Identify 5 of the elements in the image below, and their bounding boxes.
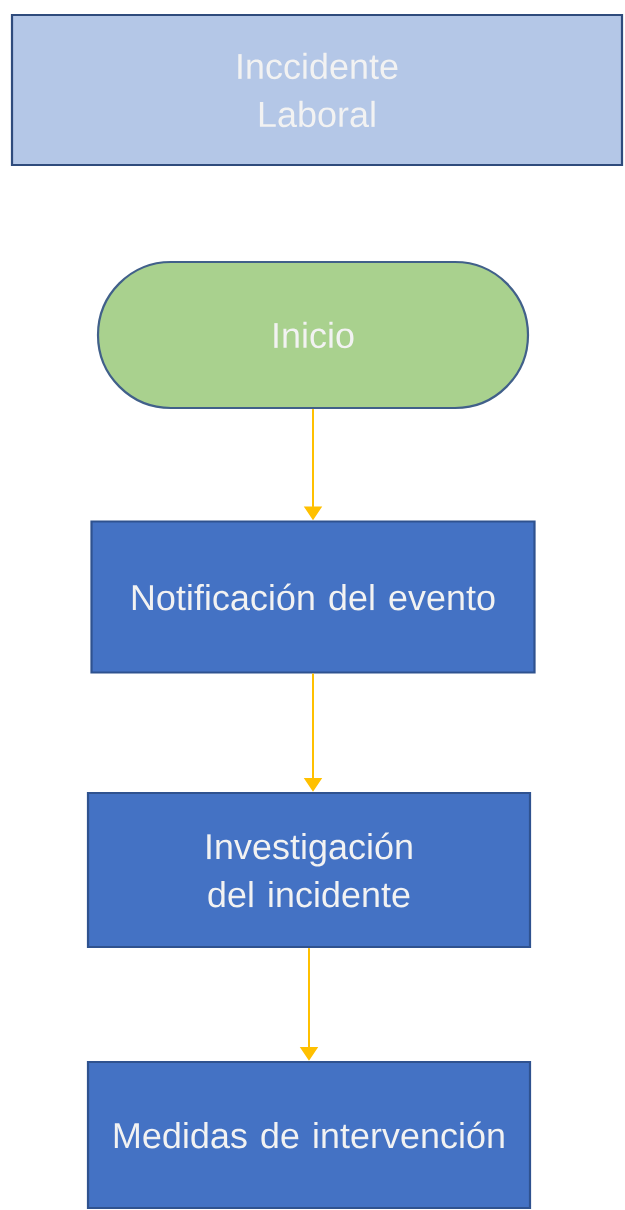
process-box: Investigación del incidente xyxy=(86,791,532,949)
header-box: Inccidente Laboral xyxy=(10,13,624,167)
process-box: Medidas de intervención xyxy=(86,1060,532,1210)
terminal-pill: Inicio xyxy=(96,260,530,410)
process-box: Notificación del evento xyxy=(90,520,536,674)
